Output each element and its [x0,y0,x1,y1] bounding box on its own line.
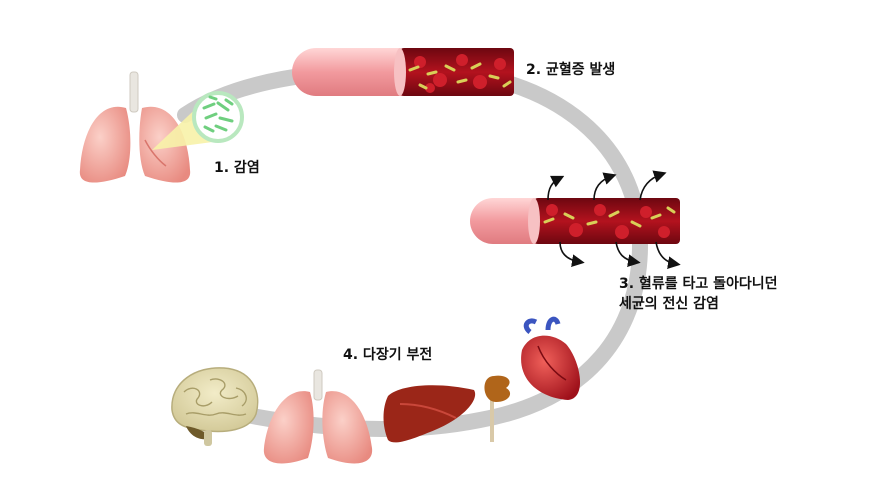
liver-icon [383,385,476,443]
kidney-icon [484,375,511,442]
step-1-label: 1. 감염 [214,160,260,176]
bacteria-magnifier-icon [192,91,244,143]
heart-icon [521,316,581,400]
step-3-label-line2: 세균의 전신 감염 [619,296,719,312]
step-4-label: 4. 다장기 부전 [343,347,433,363]
step-3-label: 3. 혈류를 타고 돌아다니던 세균의 전신 감염 [619,274,777,314]
lungs-icon [79,71,191,183]
blood-vessel-icon [470,198,680,244]
step-3-label-line1: 3. 혈류를 타고 돌아다니던 [619,276,778,292]
brain-icon [171,367,259,446]
step-2-label: 2. 균혈증 발생 [526,62,616,78]
blood-vessel-icon [292,48,514,96]
bacteria-escape-arrows [547,170,681,269]
lungs-icon [263,369,373,464]
